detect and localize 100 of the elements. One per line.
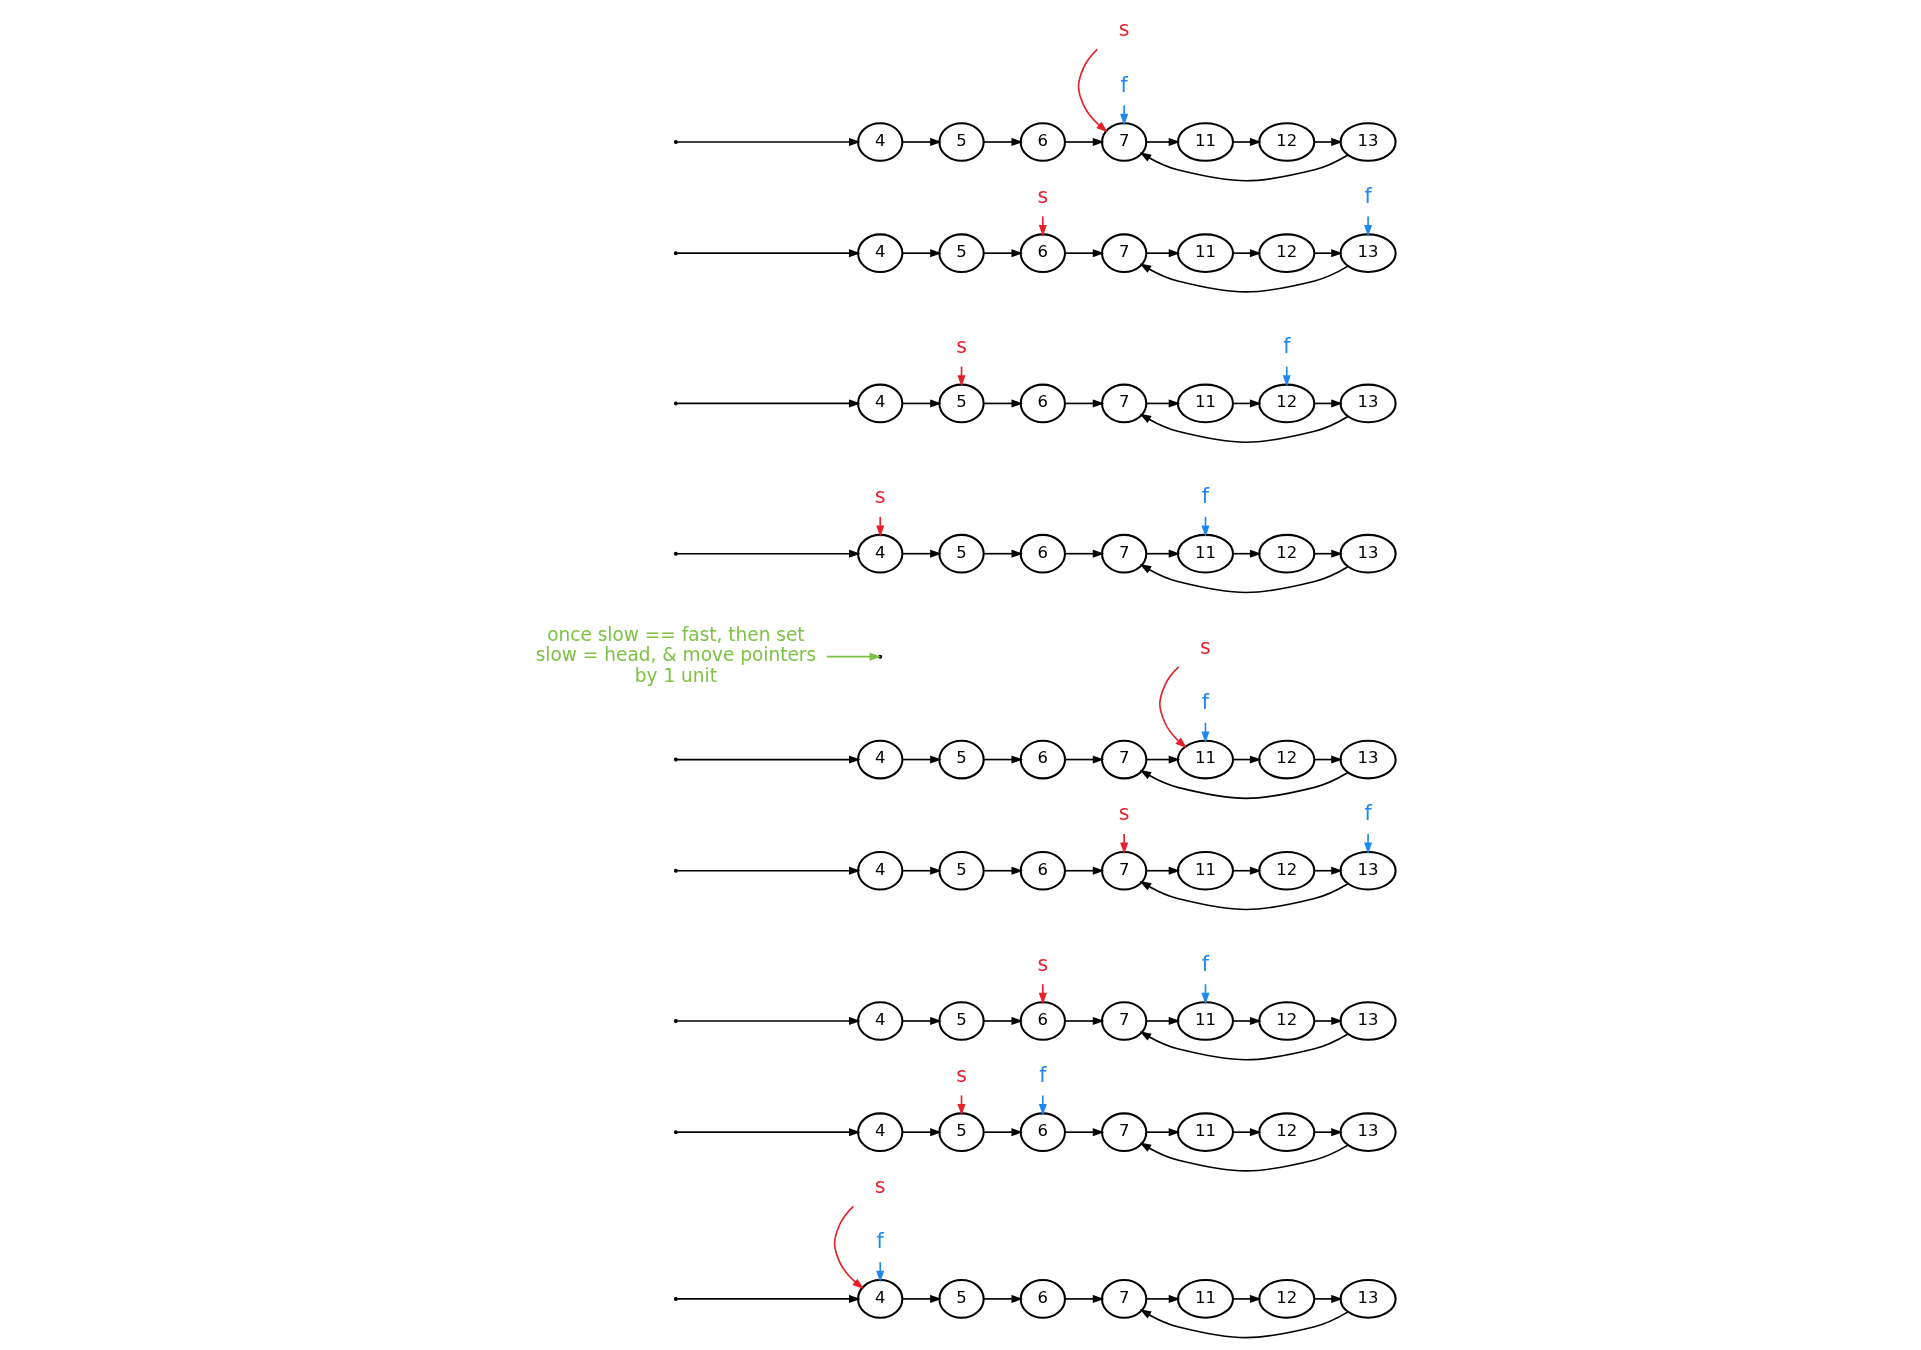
arrow (901, 399, 942, 408)
arrow (982, 137, 1023, 147)
node-ellipse: 13 (1339, 122, 1397, 162)
arrow (901, 1294, 942, 1303)
arrow (1145, 399, 1181, 408)
arrow (1064, 137, 1105, 147)
node-ellipse: 13 (1339, 1112, 1397, 1152)
arrow (901, 866, 942, 875)
node-ellipse: 12 (1258, 739, 1316, 780)
arrow (676, 399, 861, 408)
arrow (1232, 1128, 1262, 1137)
arrow (1145, 755, 1181, 764)
arrow (1313, 1294, 1343, 1303)
node-ellipse: 4 (857, 383, 904, 424)
node-ellipse: 11 (1176, 383, 1234, 424)
node-text: f (1283, 334, 1291, 358)
node-ellipse: 6 (1019, 533, 1066, 574)
node-ellipse: 7 (1101, 1001, 1148, 1041)
arrow (1364, 215, 1373, 237)
arrow (1313, 249, 1343, 258)
arrow (1145, 1128, 1181, 1137)
arrow (1232, 866, 1262, 875)
arrow (1313, 1016, 1343, 1026)
node-ellipse: 11 (1176, 122, 1234, 162)
node-text: s (956, 1062, 967, 1087)
arrow (1038, 1094, 1047, 1116)
node-ellipse: 5 (938, 1001, 985, 1041)
arrow (676, 1128, 861, 1137)
node-text: f (1364, 801, 1372, 826)
node-ellipse: 13 (1339, 1001, 1397, 1041)
arrow (876, 1261, 885, 1283)
node-ellipse: 6 (1019, 850, 1066, 891)
node-ellipse: 12 (1258, 1001, 1316, 1041)
node-text: f (876, 1229, 884, 1254)
arrow (1313, 1128, 1343, 1137)
node-ellipse: 6 (1019, 1112, 1066, 1152)
node-ellipse: 5 (938, 122, 985, 162)
node-text: s (956, 334, 967, 358)
node-ellipse: 7 (1101, 533, 1148, 574)
arrow (1145, 549, 1181, 558)
arrow (901, 137, 942, 147)
node-ellipse: 4 (857, 533, 904, 574)
node-text: s (1118, 16, 1130, 41)
arrow (1038, 215, 1047, 237)
node-ellipse: 4 (857, 1001, 904, 1041)
node-text: s (874, 1173, 886, 1198)
node-text: f (1201, 484, 1210, 509)
node-ellipse: 12 (1258, 1279, 1316, 1319)
node-ellipse: 12 (1258, 850, 1316, 891)
arrow (1139, 413, 1349, 444)
arrow (901, 249, 942, 258)
arrow (901, 549, 942, 558)
node-ellipse: 11 (1176, 1279, 1234, 1319)
arrow (1145, 137, 1181, 147)
arrow (1139, 263, 1349, 293)
node-ellipse: 5 (938, 233, 985, 273)
node-ellipse: 7 (1101, 1112, 1148, 1152)
node-ellipse: 4 (857, 122, 904, 162)
arrow (676, 755, 861, 764)
arrow (1064, 1294, 1105, 1303)
arrow (1364, 833, 1373, 855)
node-text: s (874, 484, 886, 509)
node-ellipse: 5 (938, 383, 985, 424)
node-ellipse: 12 (1258, 383, 1316, 424)
arrow (676, 549, 861, 558)
node-ellipse: 7 (1101, 850, 1148, 891)
arrow (901, 1128, 942, 1137)
node-text: f (1120, 72, 1128, 97)
node-ellipse: 4 (857, 1112, 904, 1152)
arrow (676, 137, 861, 147)
arrow (1145, 249, 1181, 258)
arrow (1139, 880, 1349, 911)
arrow (1145, 1294, 1181, 1303)
arrow (1064, 1016, 1105, 1026)
arrow (1120, 833, 1129, 855)
arrow (1313, 549, 1343, 558)
node-ellipse: 4 (857, 1279, 904, 1319)
node-ellipse: 11 (1176, 533, 1234, 574)
node-ellipse: 11 (1176, 233, 1234, 273)
node-ellipse: 7 (1101, 383, 1148, 424)
node-text: s (1118, 801, 1130, 826)
arrow (982, 1016, 1023, 1026)
arrow (1159, 666, 1187, 749)
arrow (1139, 1031, 1349, 1061)
node-text: f (1364, 183, 1372, 208)
arrow (982, 866, 1024, 875)
node-ellipse: 5 (938, 739, 985, 780)
node-ellipse: 12 (1258, 533, 1316, 574)
arrow (1064, 249, 1105, 258)
node-text: s (1037, 183, 1049, 208)
arrow (1232, 549, 1262, 558)
arrow (1139, 152, 1349, 182)
node-ellipse: 7 (1101, 739, 1148, 780)
node-ellipse: 13 (1339, 1279, 1397, 1319)
node-ellipse: 13 (1339, 850, 1397, 891)
arrow (1145, 1016, 1181, 1026)
node-ellipse: 5 (938, 1279, 985, 1319)
arrow (676, 1016, 861, 1026)
arrow (876, 516, 885, 538)
node-ellipse: 12 (1258, 122, 1316, 162)
